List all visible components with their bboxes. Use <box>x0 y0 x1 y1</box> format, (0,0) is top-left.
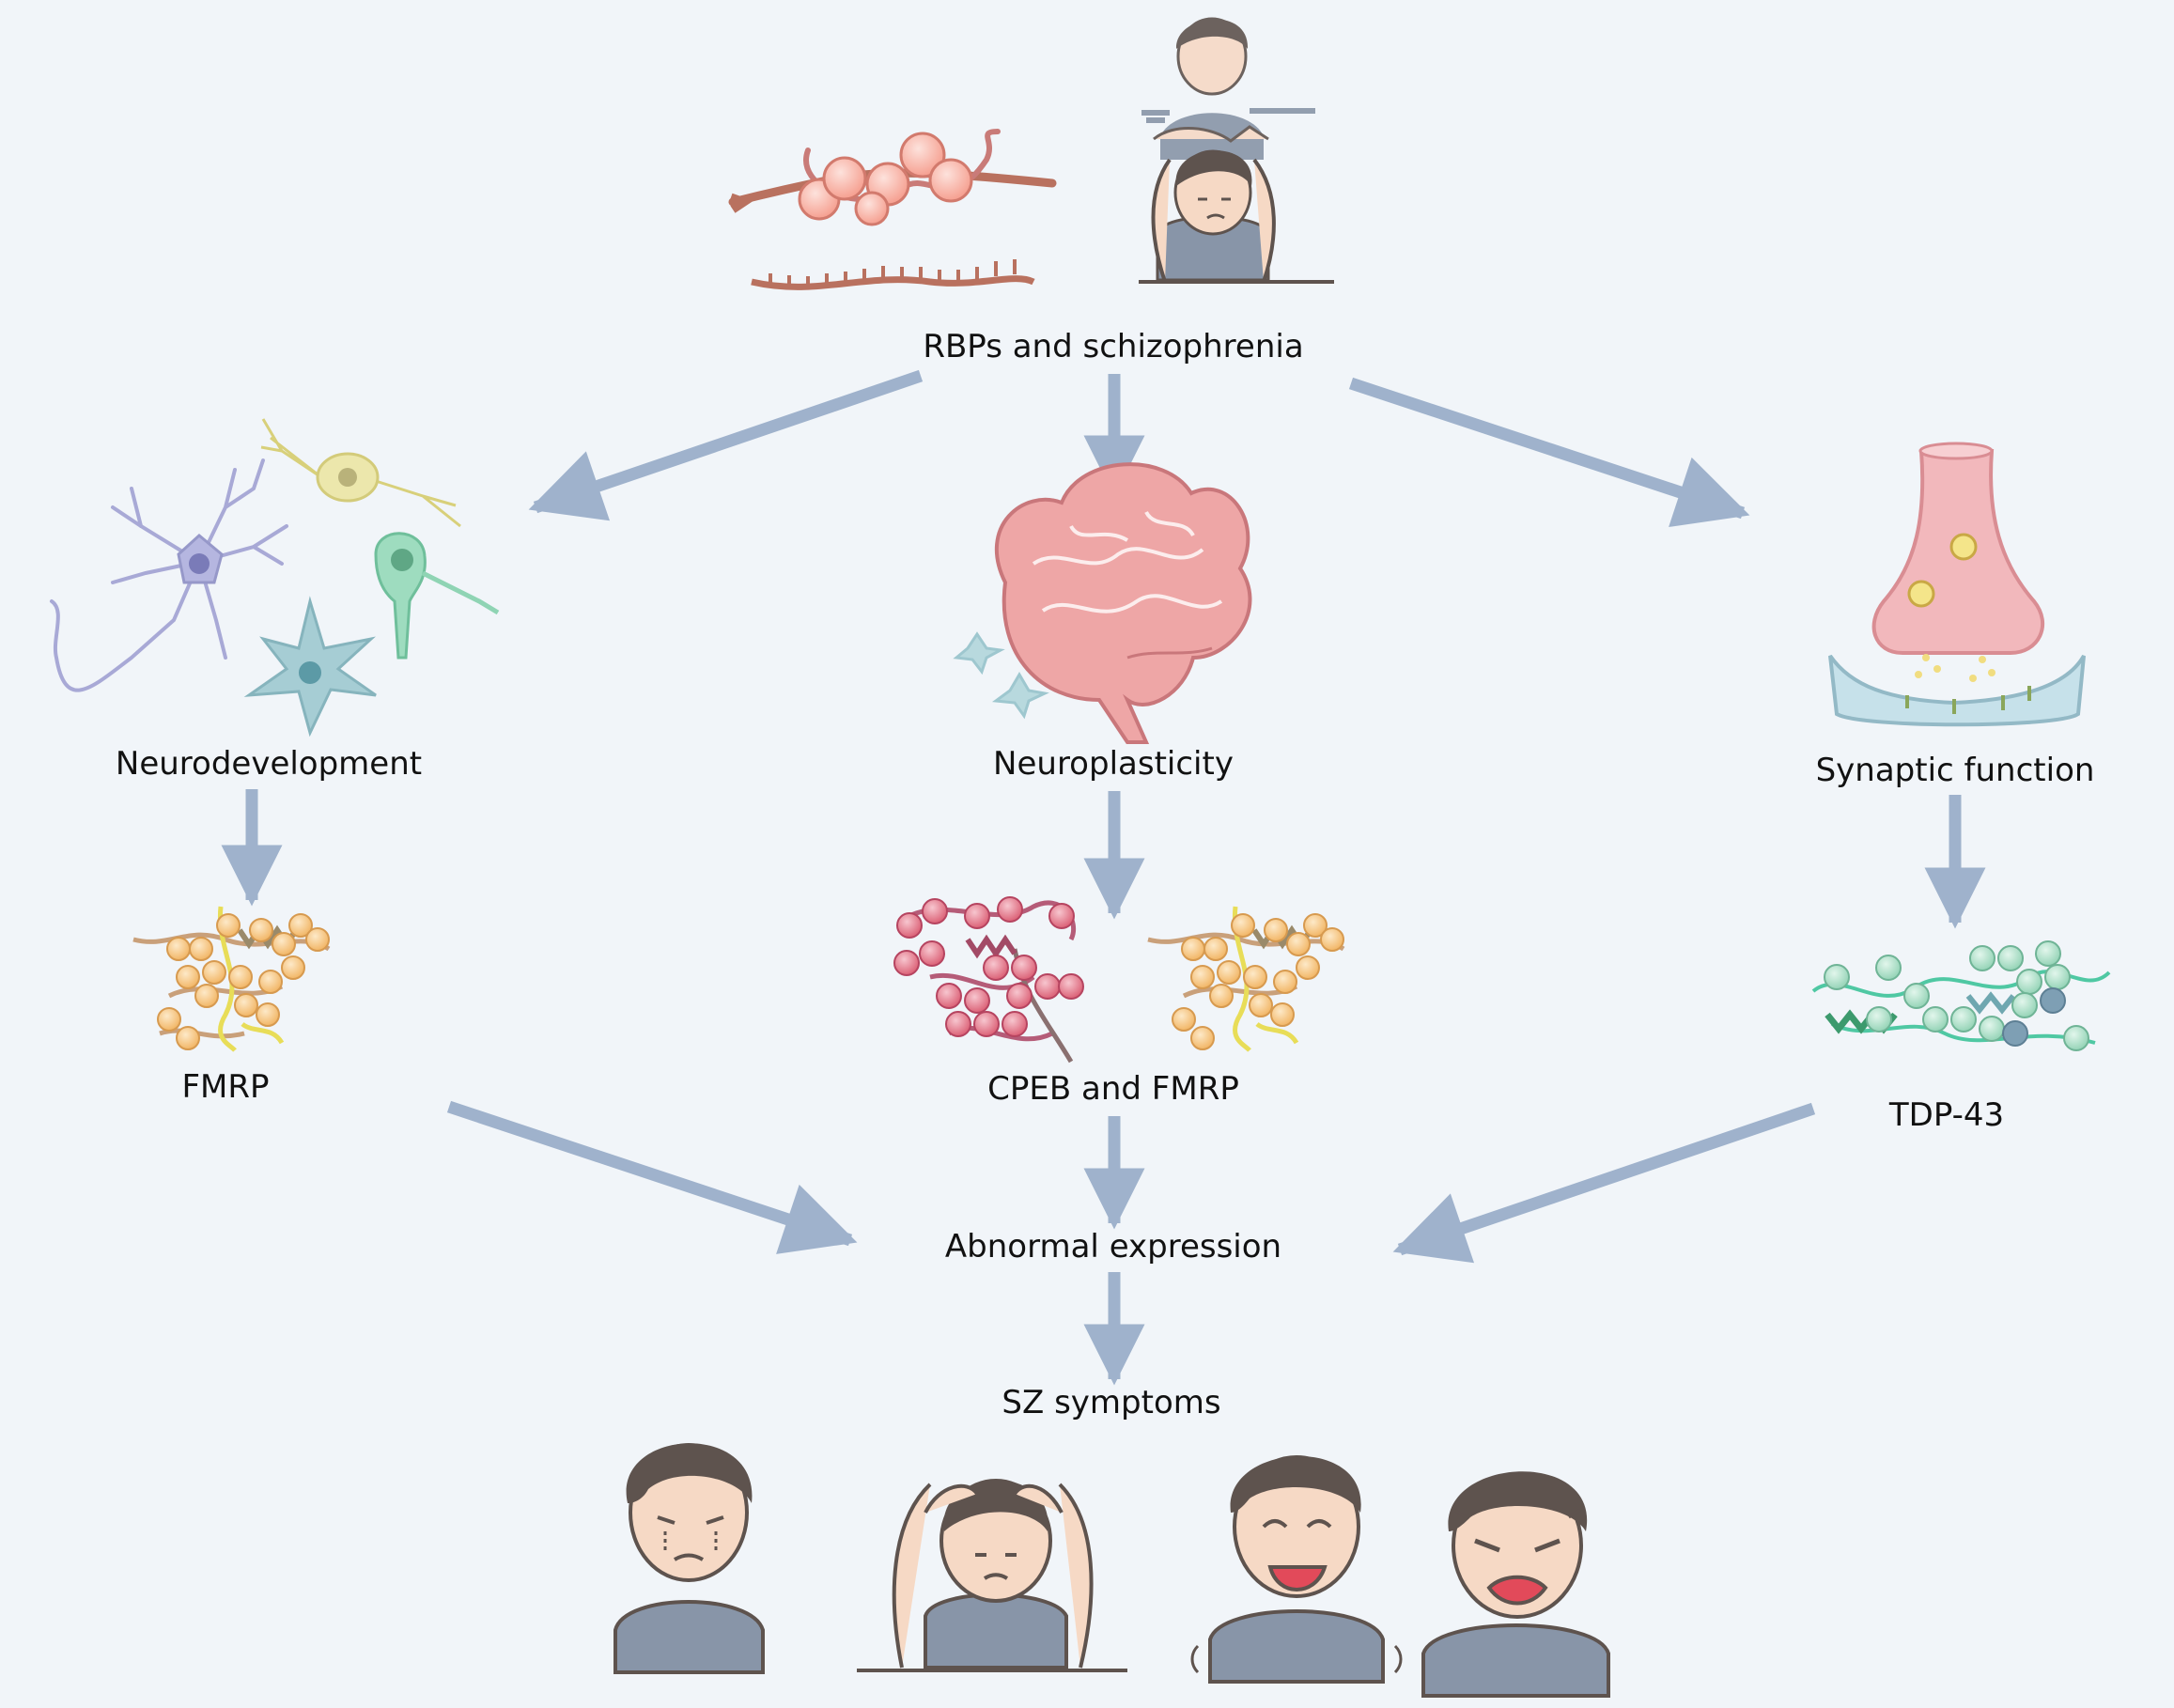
brain-icon <box>953 462 1252 744</box>
neuroplasticity-label: Neuroplasticity <box>993 745 1234 783</box>
rna-protein-icon <box>728 129 1057 290</box>
head-clutch-icon <box>857 1479 1127 1672</box>
laughing-face-icon <box>1190 1455 1403 1684</box>
fmrp-protein-icon <box>132 906 331 1052</box>
fmrp-label: FMRP <box>181 1068 270 1106</box>
cpeb-protein-icon <box>893 896 1084 1064</box>
fmrp-protein-icon-center <box>1147 906 1345 1052</box>
neuron-cells-icon <box>50 418 500 738</box>
tdp43-protein-icon <box>1811 940 2111 1051</box>
arrow-tdp43-to-abnormal <box>1392 1102 1816 1264</box>
neurodevelopment-label: Neurodevelopment <box>115 745 423 783</box>
arrow-fmrp-to-abnormal <box>446 1100 858 1254</box>
tdp43-label: TDP-43 <box>1888 1096 2005 1134</box>
angry-face-icon <box>1421 1471 1610 1698</box>
synapse-icon <box>1828 442 2086 727</box>
arrow-root-to-synaptic <box>1348 377 1750 527</box>
synaptic-function-label: Synaptic function <box>1815 752 2095 789</box>
sz-symptoms-label: SZ symptoms <box>1002 1384 1221 1421</box>
arrows <box>221 369 1986 1386</box>
root-label: RBPs and schizophrenia <box>923 328 1304 365</box>
distressed-person-icon <box>1139 17 1334 284</box>
abnormal-expression-label: Abnormal expression <box>944 1228 1282 1265</box>
cpeb-fmrp-label: CPEB and FMRP <box>987 1070 1239 1108</box>
arrow-root-to-neurodevelopment <box>528 369 924 521</box>
crying-face-icon <box>613 1443 765 1674</box>
